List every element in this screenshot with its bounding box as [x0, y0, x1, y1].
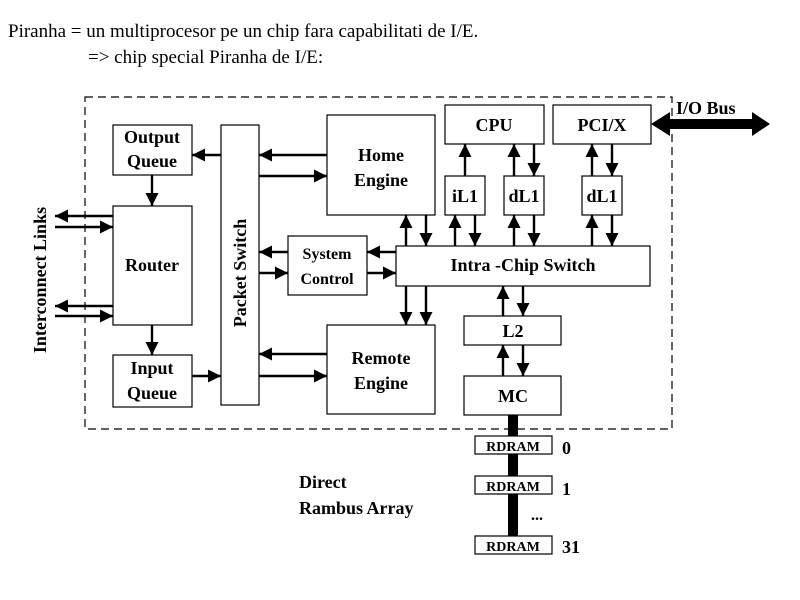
il1-block: iL1 — [444, 175, 486, 216]
rdram-index-0: 0 — [562, 438, 571, 458]
home-engine-block: Home Engine — [326, 114, 436, 216]
packet-switch-label: Packet Switch — [230, 219, 250, 327]
connection-arrows — [55, 144, 619, 383]
rdram-chip-31-label: RDRAM — [486, 540, 540, 555]
system-control-block: System Control — [287, 235, 368, 296]
router-block: Router — [112, 205, 193, 326]
home-engine-label-line1: Home — [358, 145, 404, 165]
rdram-ellipsis: ... — [531, 507, 543, 524]
cpu-block: CPU — [444, 104, 545, 145]
output-queue-label-line1: Output — [124, 127, 180, 147]
direct-rambus-label-line2: Rambus Array — [299, 498, 414, 518]
input-queue-label-line2: Queue — [127, 383, 177, 403]
intra-chip-switch-block: Intra -Chip Switch — [395, 245, 651, 287]
rdram-chip-0-label: RDRAM — [486, 440, 540, 455]
packet-switch-block: Packet Switch — [220, 124, 260, 406]
io-bus-label: I/O Bus — [676, 98, 736, 118]
interconnect-links-label: Interconnect Links — [30, 207, 50, 353]
io-bus-arrow — [651, 112, 770, 136]
pcix-label: PCI/X — [578, 115, 627, 135]
header-line-2: => chip special Piranha de I/E: — [88, 47, 324, 68]
router-label: Router — [125, 255, 179, 275]
l2-block: L2 — [463, 315, 562, 346]
dl1-pcix-label: dL1 — [586, 186, 617, 206]
mc-block: MC — [463, 375, 562, 416]
dl1-pcix-block: dL1 — [581, 175, 623, 216]
l2-label: L2 — [502, 321, 523, 341]
home-engine-label-line2: Engine — [354, 170, 408, 190]
intra-chip-switch-label: Intra -Chip Switch — [450, 255, 595, 275]
remote-engine-block: Remote Engine — [326, 324, 436, 415]
rdram-index-31: 31 — [562, 537, 580, 557]
cpu-label: CPU — [476, 115, 513, 135]
input-queue-label-line1: Input — [130, 358, 173, 378]
mc-label: MC — [498, 386, 528, 406]
system-control-label-line2: Control — [300, 271, 354, 288]
rdram-index-1: 1 — [562, 479, 571, 499]
dl1-cpu-block: dL1 — [503, 175, 545, 216]
remote-engine-label-line1: Remote — [352, 348, 411, 368]
input-queue-block: Input Queue — [112, 354, 193, 408]
chip-boundary — [84, 96, 673, 430]
pcix-block: PCI/X — [552, 104, 652, 145]
rdram-chip-0: RDRAM — [474, 435, 553, 455]
rdram-chip-31: RDRAM — [474, 535, 553, 555]
output-queue-label-line2: Queue — [127, 151, 177, 171]
system-control-label-line1: System — [303, 246, 353, 263]
il1-label: iL1 — [452, 186, 478, 206]
direct-rambus-label-line1: Direct — [299, 472, 347, 492]
output-queue-block: Output Queue — [112, 124, 193, 176]
header-line-1: Piranha = un multiprocesor pe un chip fa… — [8, 21, 479, 42]
rdram-chip-1-label: RDRAM — [486, 480, 540, 495]
rdram-chip-1: RDRAM — [474, 475, 553, 495]
dl1-cpu-label: dL1 — [508, 186, 539, 206]
remote-engine-label-line2: Engine — [354, 373, 408, 393]
